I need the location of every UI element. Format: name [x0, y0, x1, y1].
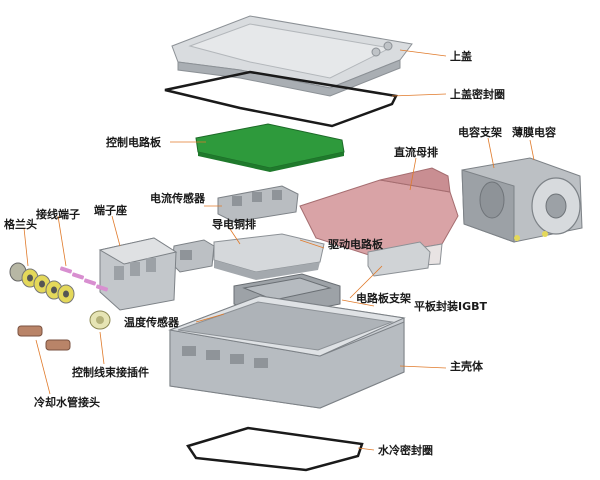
- label-copper-busbar: 导电铜排: [212, 218, 256, 231]
- label-water-seal: 水冷密封圈: [378, 444, 433, 457]
- label-harness-connector: 控制线束接插件: [72, 366, 149, 379]
- upper-cover-part: [171, 15, 413, 97]
- label-capacitor-bracket: 电容支架: [458, 126, 502, 139]
- label-temp-sensor: 温度传感器: [124, 316, 179, 329]
- coolant-fitting-part: [17, 325, 71, 351]
- water-seal-part: [186, 426, 364, 472]
- label-terminal-block: 端子座: [94, 204, 127, 217]
- terminal-block-part: [98, 237, 178, 311]
- label-gland-head: 格兰头: [4, 218, 37, 231]
- board-bracket-part: [367, 241, 431, 277]
- main-housing-part: [168, 295, 406, 409]
- label-coolant-fitting: 冷却水管接头: [34, 396, 100, 409]
- copper-busbar-part: [213, 233, 325, 280]
- capacitor-assembly-part: [461, 157, 583, 243]
- leader-lines: [23, 49, 535, 451]
- harness-connector-part: [89, 310, 111, 330]
- label-igbt-module: 平板封装IGBT: [414, 300, 488, 313]
- label-driver-board: 驱动电路板: [328, 238, 383, 251]
- wiring-terminal-part: [59, 266, 109, 292]
- label-board-bracket: 电路板支架: [356, 292, 411, 305]
- gland-head-part: [9, 262, 75, 304]
- label-dc-busbar: 直流母排: [394, 146, 438, 159]
- label-wiring-terminal: 接线端子: [36, 208, 80, 221]
- label-current-sensor: 电流传感器: [150, 192, 205, 205]
- current-sensor-part: [217, 185, 299, 223]
- label-upper-cover: 上盖: [450, 50, 472, 63]
- upper-cover-seal-part: [164, 70, 398, 128]
- label-upper-cover-seal: 上盖密封圈: [450, 88, 505, 101]
- label-film-capacitor: 薄膜电容: [512, 126, 556, 139]
- label-control-board: 控制电路板: [106, 136, 161, 149]
- control-board-part: [195, 123, 345, 172]
- current-sensor-small-part: [171, 239, 215, 273]
- label-main-housing: 主壳体: [450, 360, 483, 373]
